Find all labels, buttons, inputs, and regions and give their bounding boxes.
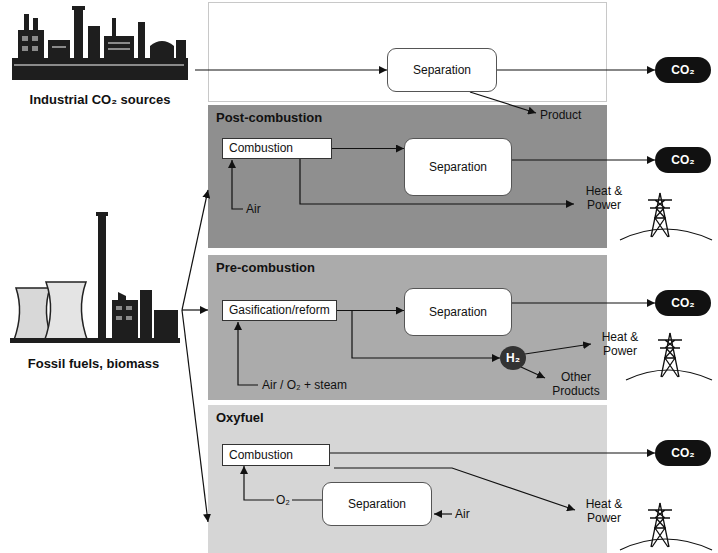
separation-box: Separation xyxy=(404,138,512,196)
power-tower-icon xyxy=(658,333,682,377)
node-label: H₂ xyxy=(506,351,520,365)
flow-arrow xyxy=(512,159,655,160)
co2-output: CO₂ xyxy=(655,57,711,83)
separation-box: Separation xyxy=(387,48,497,92)
source-illustration: Industrial CO₂ sources xyxy=(5,2,195,108)
flow-arrow xyxy=(512,302,655,303)
node-label: Gasification/reform xyxy=(229,303,330,317)
flow-arrow xyxy=(330,452,655,453)
flow-label: Product xyxy=(540,108,581,122)
flow-arrow xyxy=(182,309,208,310)
flow-label: Other Products xyxy=(548,370,604,399)
co2-output: CO₂ xyxy=(655,290,711,316)
process-band: OxyfuelCombustionSeparation xyxy=(208,405,607,553)
separation-box: Separation xyxy=(322,482,432,526)
air-inlet-arrow xyxy=(434,513,452,514)
power-arrow xyxy=(300,159,574,204)
flow-label: Heat & Power xyxy=(594,330,646,359)
edge-label: O₂ xyxy=(274,493,292,507)
products-arrow xyxy=(521,367,545,378)
flow-label: Heat & Power xyxy=(578,497,630,526)
air-inlet-arrow xyxy=(232,160,243,209)
flow-arrow xyxy=(332,148,404,149)
flow-arrow xyxy=(195,69,387,70)
node-label: CO₂ xyxy=(671,153,694,167)
band-title: Oxyfuel xyxy=(208,405,264,425)
flow-arrow xyxy=(182,190,208,310)
power-arrow xyxy=(334,468,575,510)
flow-label: Air xyxy=(455,507,470,521)
power-arrow xyxy=(525,344,591,354)
flow-arrow xyxy=(182,310,208,522)
node-label: CO₂ xyxy=(671,296,694,310)
fossil-plant-icon xyxy=(10,212,180,343)
separation-box: Separation xyxy=(404,288,512,336)
product-arrow xyxy=(470,92,536,113)
flow-label: Air xyxy=(246,202,261,216)
node-label: Separation xyxy=(429,305,487,319)
node-label: Separation xyxy=(413,63,471,77)
co2-output: CO₂ xyxy=(655,147,711,173)
node-label: Combustion xyxy=(229,448,293,462)
node-label: Separation xyxy=(348,497,406,511)
industrial-plant-icon xyxy=(12,6,188,80)
co2-output: CO₂ xyxy=(655,440,711,466)
flow-arrow xyxy=(337,311,500,359)
node-label: Combustion xyxy=(229,141,293,155)
industrial-plant-detail xyxy=(14,36,184,66)
node-label: Fossil fuels, biomass xyxy=(28,356,160,372)
flow-arrow xyxy=(497,69,655,70)
node-label: Industrial CO₂ sources xyxy=(30,92,171,108)
process-band: Post-combustionCombustionSeparation xyxy=(208,105,607,248)
process-box: Combustion xyxy=(222,138,332,159)
process-box: Combustion xyxy=(222,444,330,466)
power-tower-icon xyxy=(648,193,672,237)
source-illustration: Fossil fuels, biomass xyxy=(5,210,182,372)
hill-line xyxy=(626,370,712,380)
flow-label: Heat & Power xyxy=(578,184,630,213)
node-label: CO₂ xyxy=(671,63,694,77)
air-steam-inlet-arrow xyxy=(238,322,258,385)
band-title: Post-combustion xyxy=(208,105,322,125)
process-box: Gasification/reform xyxy=(222,300,337,321)
hydrogen-circle: H₂ xyxy=(500,346,526,370)
node-label: Separation xyxy=(429,160,487,174)
flow-label: Air / O₂ + steam xyxy=(262,378,347,392)
source-panel xyxy=(209,3,607,102)
band-title: Pre-combustion xyxy=(208,255,315,275)
power-tower-icon xyxy=(648,503,672,547)
node-label: CO₂ xyxy=(671,446,694,460)
